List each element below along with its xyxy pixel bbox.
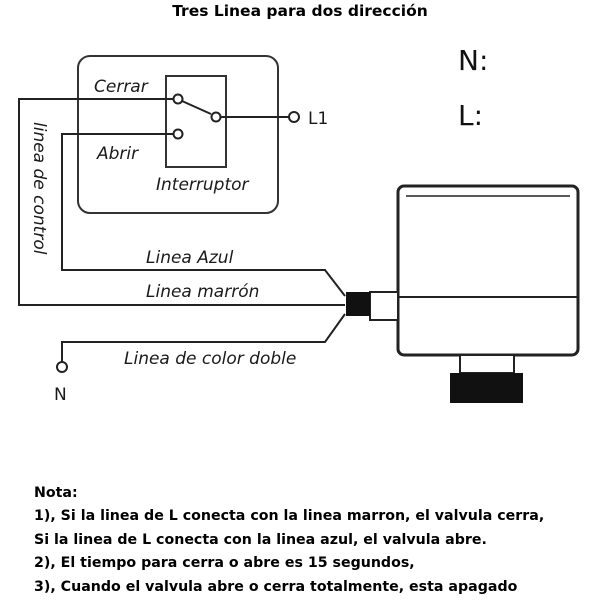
cerrar-contact (172, 93, 184, 105)
switch-blade (181, 100, 212, 115)
diagram-title: Tres Linea para dos dirección (172, 2, 428, 20)
cerrar-label: Cerrar (94, 77, 149, 97)
blue-wire (61, 133, 346, 297)
n-terminal (56, 361, 68, 373)
l1-label: L1 (308, 109, 328, 129)
n-bottom-label: N (54, 385, 67, 405)
abrir-contact (172, 128, 184, 140)
interruptor-label: Interruptor (156, 175, 250, 195)
double-color-line-label: Linea de color doble (124, 349, 296, 369)
note-line: Si la linea de L conecta con la linea az… (34, 531, 487, 548)
notes-heading: Nota: (34, 485, 78, 501)
l-top-label: L: (458, 99, 483, 132)
double-color-wire (61, 313, 346, 362)
control-line-label: linea de control (29, 122, 49, 255)
note-line: 3), Cuando el valvula abre o cerra total… (34, 578, 518, 595)
control-wire-brown (18, 98, 345, 306)
common-contact (210, 111, 222, 123)
actuator-body (396, 184, 580, 357)
note-line: 2), El tiempo para cerra o abre es 15 se… (34, 555, 415, 572)
abrir-label: Abrir (96, 144, 139, 164)
connector-plug (346, 292, 370, 316)
note-line: 1), Si la linea de L conecta con la line… (34, 508, 545, 525)
brown-line-label: Linea marrón (146, 282, 259, 302)
valve-stem (459, 354, 515, 374)
switch-inner-box (165, 75, 227, 168)
blue-line-label: Linea Azul (146, 248, 234, 268)
notes-section: Nota: 1), Si la linea de L conecta con l… (34, 482, 594, 599)
n-top-label: N: (458, 44, 488, 77)
cable-gland (369, 291, 399, 321)
l1-terminal (288, 111, 300, 123)
wiring-diagram: Cerrar Abrir Interruptor L1 linea de con… (18, 44, 580, 405)
valve-base (450, 373, 523, 403)
